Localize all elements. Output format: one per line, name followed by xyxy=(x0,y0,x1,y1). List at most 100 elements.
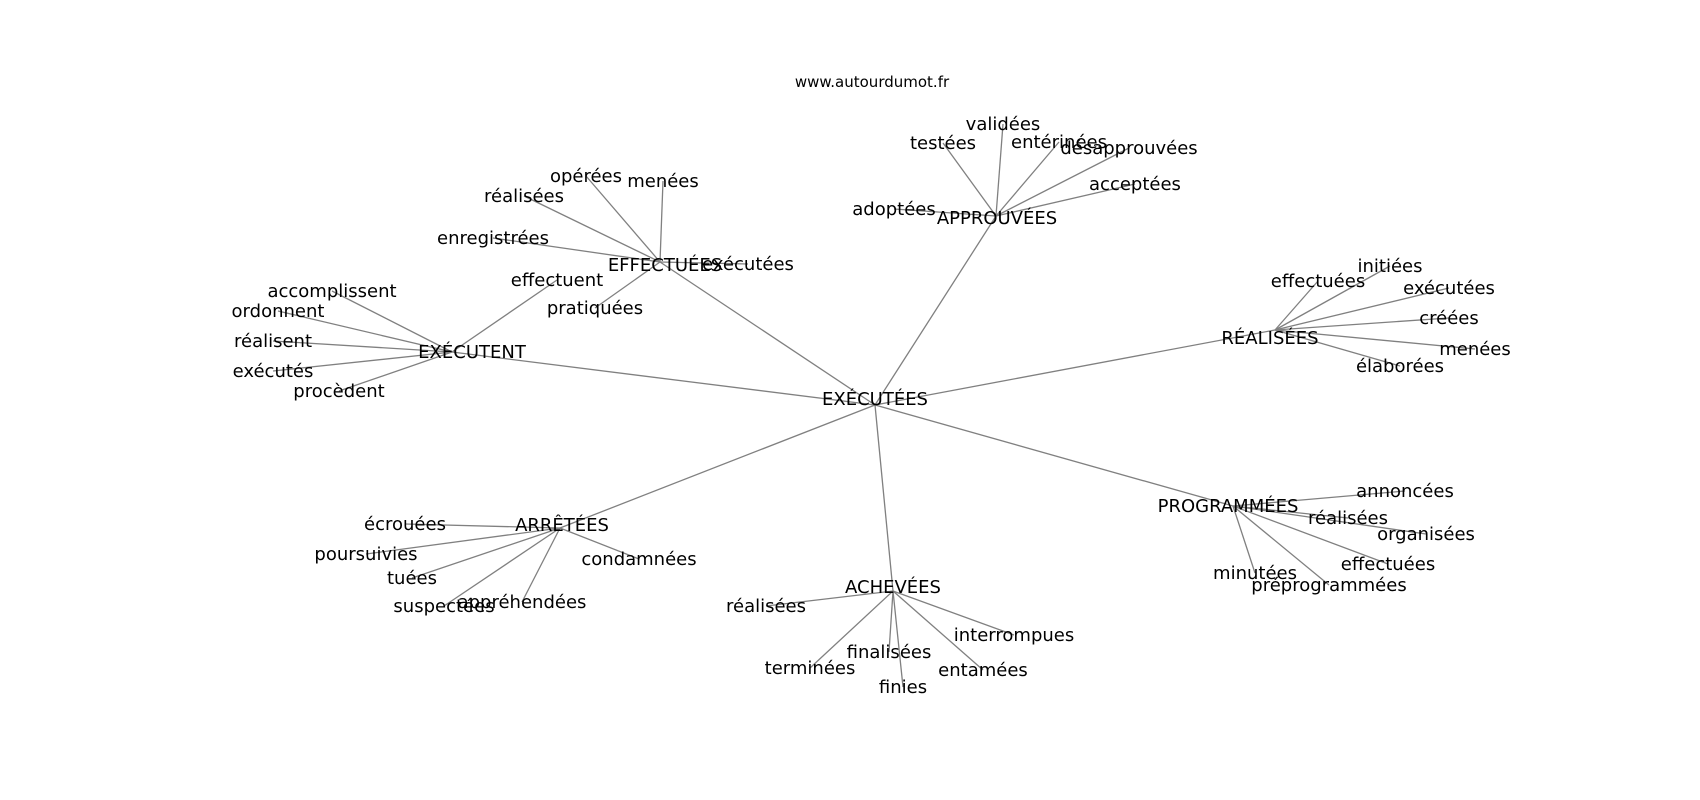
leaf-node: effectuées xyxy=(1271,271,1365,292)
edge-hub-to-leaf xyxy=(404,523,561,529)
center-node: EXÉCUTÉES xyxy=(822,388,928,410)
leaf-node: organisées xyxy=(1377,524,1475,545)
leaf-node: interrompues xyxy=(954,625,1074,646)
edge-hub-to-leaf xyxy=(1274,329,1401,367)
leaf-node: préprogrammées xyxy=(1251,575,1406,596)
leaf-node: suspectées xyxy=(393,596,494,617)
edge-hub-to-leaf xyxy=(585,175,661,263)
edge-hub-to-leaf xyxy=(1232,505,1330,586)
edge-hub-to-leaf xyxy=(659,261,749,265)
graph-edges xyxy=(272,123,1476,688)
leaf-node: exécutées xyxy=(1403,278,1495,299)
leaf-node: ordonnent xyxy=(232,301,325,322)
edge-hub-to-leaf xyxy=(277,310,453,353)
leaf-node: initiées xyxy=(1358,256,1423,277)
hub-node: EFFECTUÉES xyxy=(608,254,722,276)
edge-hub-to-leaf xyxy=(995,183,1136,217)
leaf-node: menées xyxy=(1439,339,1511,360)
leaf-node: créées xyxy=(1419,308,1479,329)
edge-hub-to-leaf xyxy=(1232,490,1406,507)
hub-node: PROGRAMMÉES xyxy=(1158,495,1299,517)
edge-hub-to-leaf xyxy=(995,147,1130,217)
edge-center-to-hub xyxy=(874,329,1276,406)
edge-hub-to-leaf xyxy=(942,142,997,217)
hub-node: EXÉCUTENT xyxy=(418,341,527,363)
edge-hub-to-leaf xyxy=(1232,505,1349,519)
leaf-node: terminées xyxy=(765,658,856,679)
edge-hub-to-leaf xyxy=(1232,505,1389,565)
edge-hub-to-leaf xyxy=(411,527,561,579)
edge-hub-to-leaf xyxy=(765,590,894,607)
leaf-node: annoncées xyxy=(1356,481,1454,502)
edge-hub-to-leaf xyxy=(492,237,661,263)
leaf-node: réalisées xyxy=(726,596,806,617)
edge-center-to-hub xyxy=(559,404,876,529)
leaf-node: exécutées xyxy=(702,254,794,275)
edge-hub-to-leaf xyxy=(892,590,1015,636)
hub-node: RÉALISÉES xyxy=(1221,327,1318,349)
source-url: www.autourdumot.fr xyxy=(795,73,950,91)
edge-hub-to-leaf xyxy=(1274,265,1391,331)
edge-hub-to-leaf xyxy=(365,527,561,555)
leaf-node: finalisées xyxy=(847,642,932,663)
edge-hub-to-leaf xyxy=(338,351,453,392)
hub-node: APPROUVÉES xyxy=(937,207,1057,229)
leaf-node: réalisées xyxy=(484,186,564,207)
edge-hub-to-leaf xyxy=(995,123,1004,217)
leaf-node: appréhendées xyxy=(458,592,587,613)
edge-hub-to-leaf xyxy=(451,279,558,353)
leaf-node: effectuent xyxy=(511,270,603,291)
edge-hub-to-leaf xyxy=(1232,505,1256,574)
leaf-node: effectuées xyxy=(1341,554,1435,575)
leaf-node: réalisent xyxy=(234,331,312,352)
edge-hub-to-leaf xyxy=(888,590,894,653)
leaf-node: adoptées xyxy=(852,199,935,220)
leaf-node: accomplissent xyxy=(267,281,396,302)
edge-hub-to-leaf xyxy=(1274,329,1476,350)
edge-hub-to-leaf xyxy=(1274,317,1450,331)
leaf-node: tuées xyxy=(387,568,437,589)
leaf-node: testées xyxy=(910,133,976,154)
leaf-node: condamnées xyxy=(581,549,696,570)
leaf-node: pratiquées xyxy=(547,298,643,319)
leaf-node: minutées xyxy=(1213,563,1297,584)
leaf-node: élaborées xyxy=(1356,356,1444,377)
leaf-node: menées xyxy=(627,171,699,192)
leaf-node: opérées xyxy=(550,166,622,187)
edge-hub-to-leaf xyxy=(1274,287,1450,331)
hub-node: ACHEVÉES xyxy=(845,576,941,598)
leaf-node: exécutés xyxy=(233,361,314,382)
edge-hub-to-leaf xyxy=(892,590,904,688)
leaf-node: enregistrées xyxy=(437,228,549,249)
hub-node: ARRÊTÉES xyxy=(515,514,609,536)
edge-center-to-hub xyxy=(874,404,894,592)
leaf-node: réalisées xyxy=(1308,508,1388,529)
edge-center-to-hub xyxy=(451,351,876,406)
edge-hub-to-leaf xyxy=(892,590,984,671)
edge-center-to-hub xyxy=(659,261,876,406)
leaf-node: procèdent xyxy=(293,381,384,402)
leaf-node: validées xyxy=(966,114,1041,135)
leaf-node: entérinées xyxy=(1011,132,1107,153)
edge-hub-to-leaf xyxy=(521,527,561,603)
edge-hub-to-leaf xyxy=(809,590,894,669)
edge-hub-to-leaf xyxy=(1232,505,1427,535)
edge-hub-to-leaf xyxy=(443,527,561,607)
leaf-node: désapprouvées xyxy=(1060,138,1197,159)
edge-hub-to-leaf xyxy=(659,180,664,263)
edge-hub-to-leaf xyxy=(995,141,1060,217)
edge-hub-to-leaf xyxy=(272,340,453,353)
edge-hub-to-leaf xyxy=(594,261,661,309)
edge-center-to-hub xyxy=(874,215,997,406)
leaf-node: poursuivies xyxy=(314,544,417,565)
leaf-node: finies xyxy=(879,677,927,698)
edge-center-to-hub xyxy=(874,404,1234,507)
leaf-node: entamées xyxy=(938,660,1028,681)
edge-hub-to-leaf xyxy=(331,290,453,353)
edge-hub-to-leaf xyxy=(1274,280,1319,331)
edge-hub-to-leaf xyxy=(523,195,661,263)
leaf-node: acceptées xyxy=(1089,174,1181,195)
edge-hub-to-leaf xyxy=(272,351,453,372)
